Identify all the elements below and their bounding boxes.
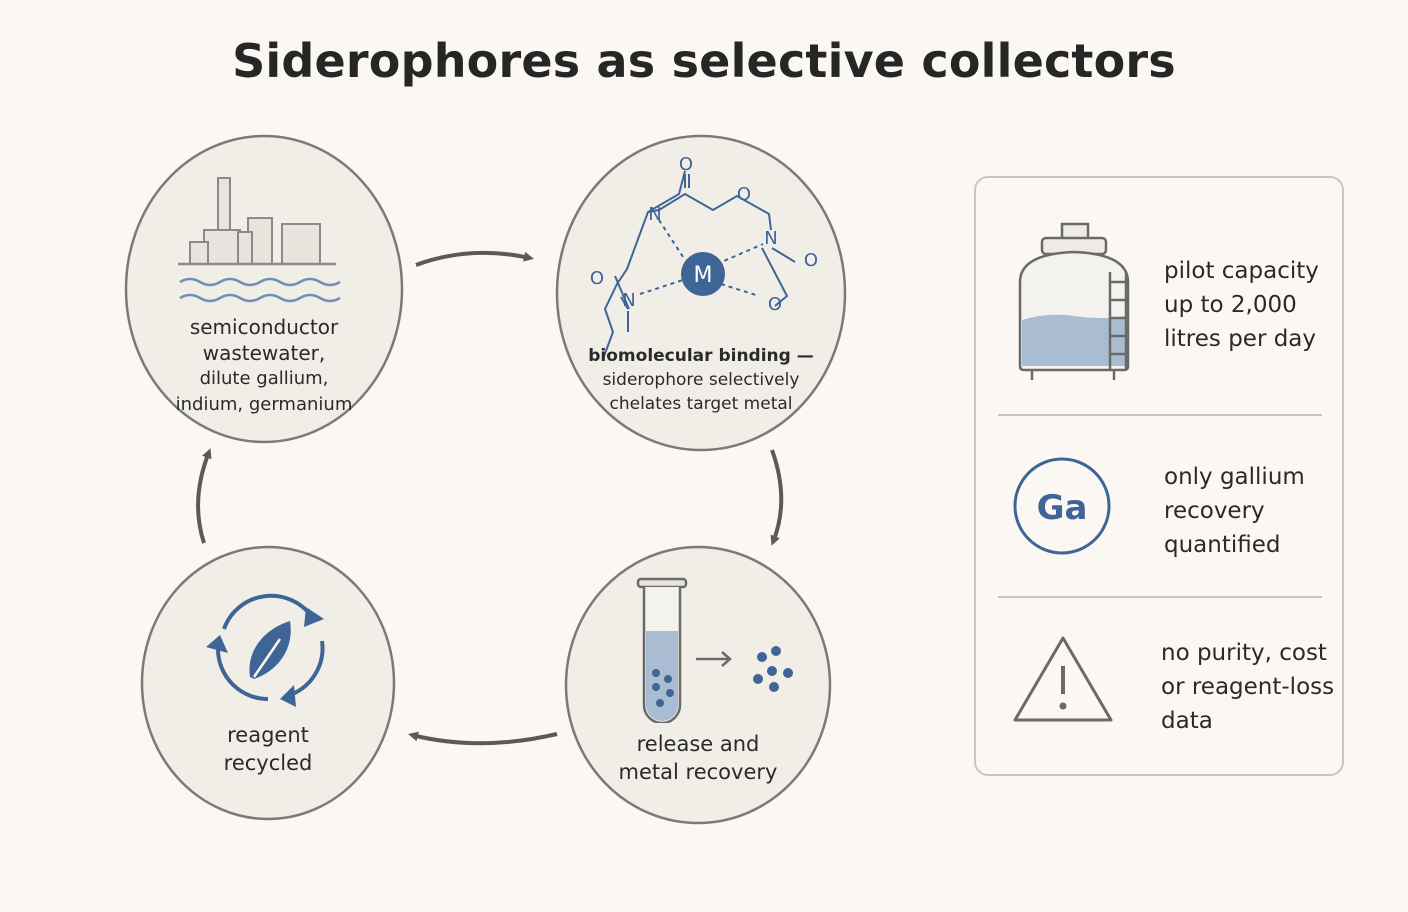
- panel-divider-1: [998, 414, 1322, 416]
- recycle-leaf-icon: [206, 593, 325, 707]
- factory-water-icon: [178, 177, 341, 303]
- gallium-symbol: Ga: [1037, 488, 1088, 528]
- binding-line-2: chelates target metal: [609, 394, 793, 414]
- recycle-line-1: reagent: [227, 723, 309, 747]
- recycle-line-2: recycled: [223, 751, 313, 775]
- test-tube-icon: [636, 577, 793, 723]
- arrow-recycle-to-source: [196, 448, 212, 544]
- limits-line-1: no purity, cost: [1161, 640, 1327, 666]
- release-line-2: metal recovery: [618, 760, 778, 784]
- capacity-line-2: up to 2,000: [1164, 292, 1297, 318]
- tank-icon: [1018, 222, 1130, 380]
- source-line-1: semiconductor: [189, 315, 339, 339]
- limits-line-3: data: [1161, 708, 1213, 734]
- atom-o-lower: O: [768, 294, 782, 315]
- node-release: release and metal recovery: [564, 545, 832, 825]
- source-line-4: indium, germanium: [175, 394, 353, 415]
- diagram-title: Siderophores as selective collectors: [232, 34, 1176, 88]
- node-recycle: reagent recycled: [140, 545, 396, 821]
- atom-n-right: N: [764, 228, 777, 249]
- gallium-line-1: only gallium: [1164, 464, 1305, 490]
- capacity-line-3: litres per day: [1164, 326, 1317, 352]
- metal-ion-icon: [681, 252, 725, 296]
- atom-o-mid: O: [737, 184, 751, 205]
- capacity-line-1: pilot capacity: [1164, 258, 1319, 284]
- binding-heading: biomolecular binding —: [588, 346, 814, 366]
- node-binding: M O N O N O O O N biomolecular binding —…: [555, 134, 847, 452]
- atom-o-right: O: [804, 250, 818, 271]
- gallium-badge-icon: Ga: [1013, 457, 1111, 555]
- release-line-1: release and: [636, 732, 760, 756]
- siderophore-chelate-icon: M O N O N O O O N: [590, 154, 818, 360]
- binding-line-1: siderophore selectively: [602, 370, 800, 390]
- atom-o-left: O: [590, 268, 604, 289]
- arrow-release-to-recycle: [408, 731, 558, 746]
- atom-n-left: N: [648, 204, 661, 225]
- node-source: semiconductor wastewater, dilute gallium…: [124, 134, 404, 444]
- source-line-2: wastewater,: [202, 341, 326, 365]
- gallium-line-3: quantified: [1164, 532, 1281, 558]
- atom-n-lower: N: [622, 290, 635, 311]
- recovered-metal-icon: [753, 646, 793, 692]
- notes-panel: pilot capacity up to 2,000 litres per da…: [974, 176, 1344, 776]
- metal-label: M: [694, 263, 713, 288]
- source-line-3: dilute gallium,: [199, 368, 329, 389]
- limits-line-2: or reagent-loss: [1161, 674, 1335, 700]
- arrow-binding-to-release: [770, 449, 784, 546]
- panel-divider-2: [998, 596, 1322, 598]
- gallium-line-2: recovery: [1164, 498, 1265, 524]
- arrow-source-to-binding: [415, 250, 534, 267]
- warning-icon: [1013, 636, 1113, 722]
- atom-o-top: O: [679, 154, 693, 175]
